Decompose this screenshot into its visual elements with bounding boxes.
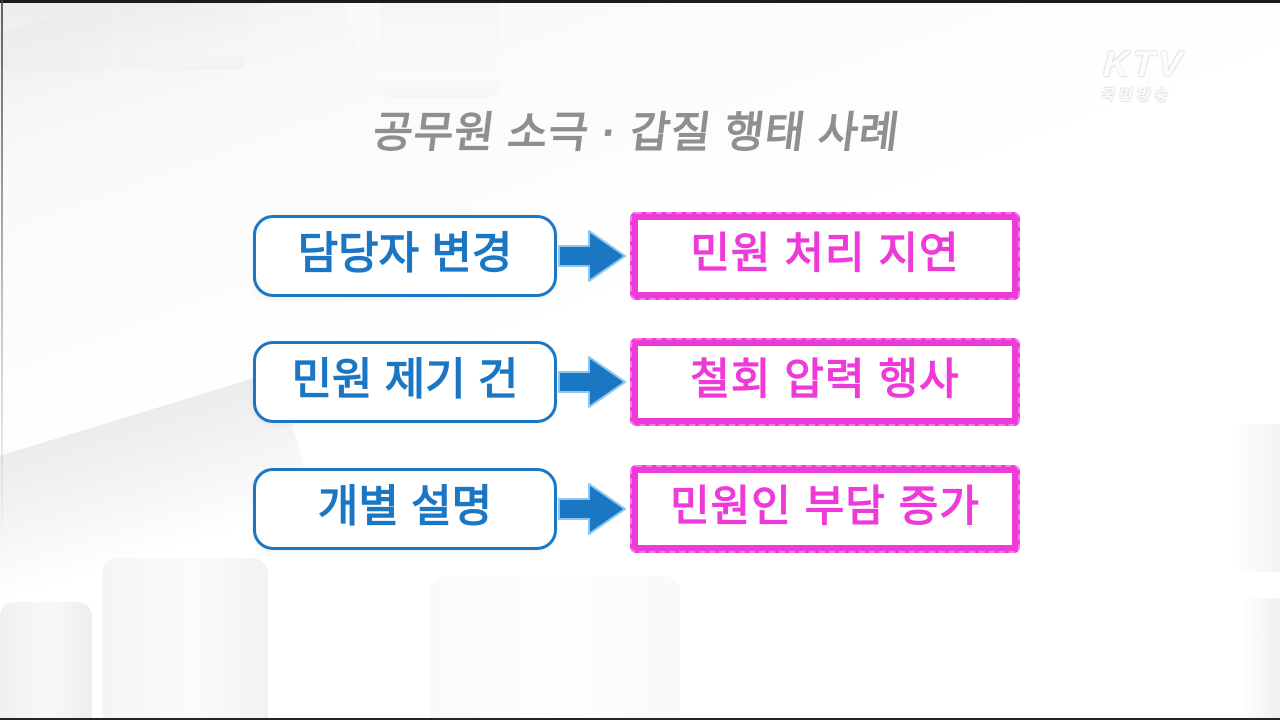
cause-label: 담당자 변경 [297, 229, 513, 278]
bg-bar-bottom-mid [430, 576, 680, 720]
effect-label: 민원 처리 지연 [690, 229, 960, 278]
cause-label: 개별 설명 [317, 482, 493, 531]
cause-label: 민원 제기 건 [291, 355, 519, 404]
flow-row-1: 담당자 변경 민원 처리 지연 [253, 211, 1020, 301]
page-title: 공무원 소극 · 갑질 행태 사례 [370, 109, 903, 157]
arrow-right-icon [558, 230, 626, 282]
ktv-logo: KTV 국민방송 [1094, 43, 1191, 105]
flow-row-2: 민원 제기 건 철회 압력 행사 [253, 337, 1020, 427]
cause-box: 민원 제기 건 [253, 341, 557, 423]
effect-box: 민원 처리 지연 [630, 212, 1020, 300]
arrow-right-icon [558, 356, 626, 408]
bg-tile-right-2 [1240, 598, 1280, 720]
bg-bar-bottom-left-2 [102, 558, 268, 720]
bg-bar-bottom-left-1 [0, 602, 92, 720]
frame-left-line [1, 0, 3, 540]
flow-row-3: 개별 설명 민원인 부담 증가 [253, 464, 1020, 554]
frame-top-line [0, 0, 1280, 3]
cause-box: 담당자 변경 [253, 215, 557, 297]
arrow-right-icon [558, 483, 626, 535]
ktv-logo-text: KTV [1098, 43, 1191, 84]
effect-label: 철회 압력 행사 [690, 355, 960, 404]
bg-bar-top-left-3 [380, 0, 500, 98]
frame-bottom-line [0, 718, 1280, 720]
effect-box: 철회 압력 행사 [630, 338, 1020, 426]
cause-box: 개별 설명 [253, 468, 557, 550]
bg-bar-top-left-2 [120, 0, 248, 70]
effect-box: 민원인 부담 증가 [630, 465, 1020, 553]
bg-bar-top-left-1 [0, 0, 112, 72]
effect-label: 민원인 부담 증가 [670, 482, 980, 531]
bg-tile-right-1 [1234, 424, 1280, 572]
